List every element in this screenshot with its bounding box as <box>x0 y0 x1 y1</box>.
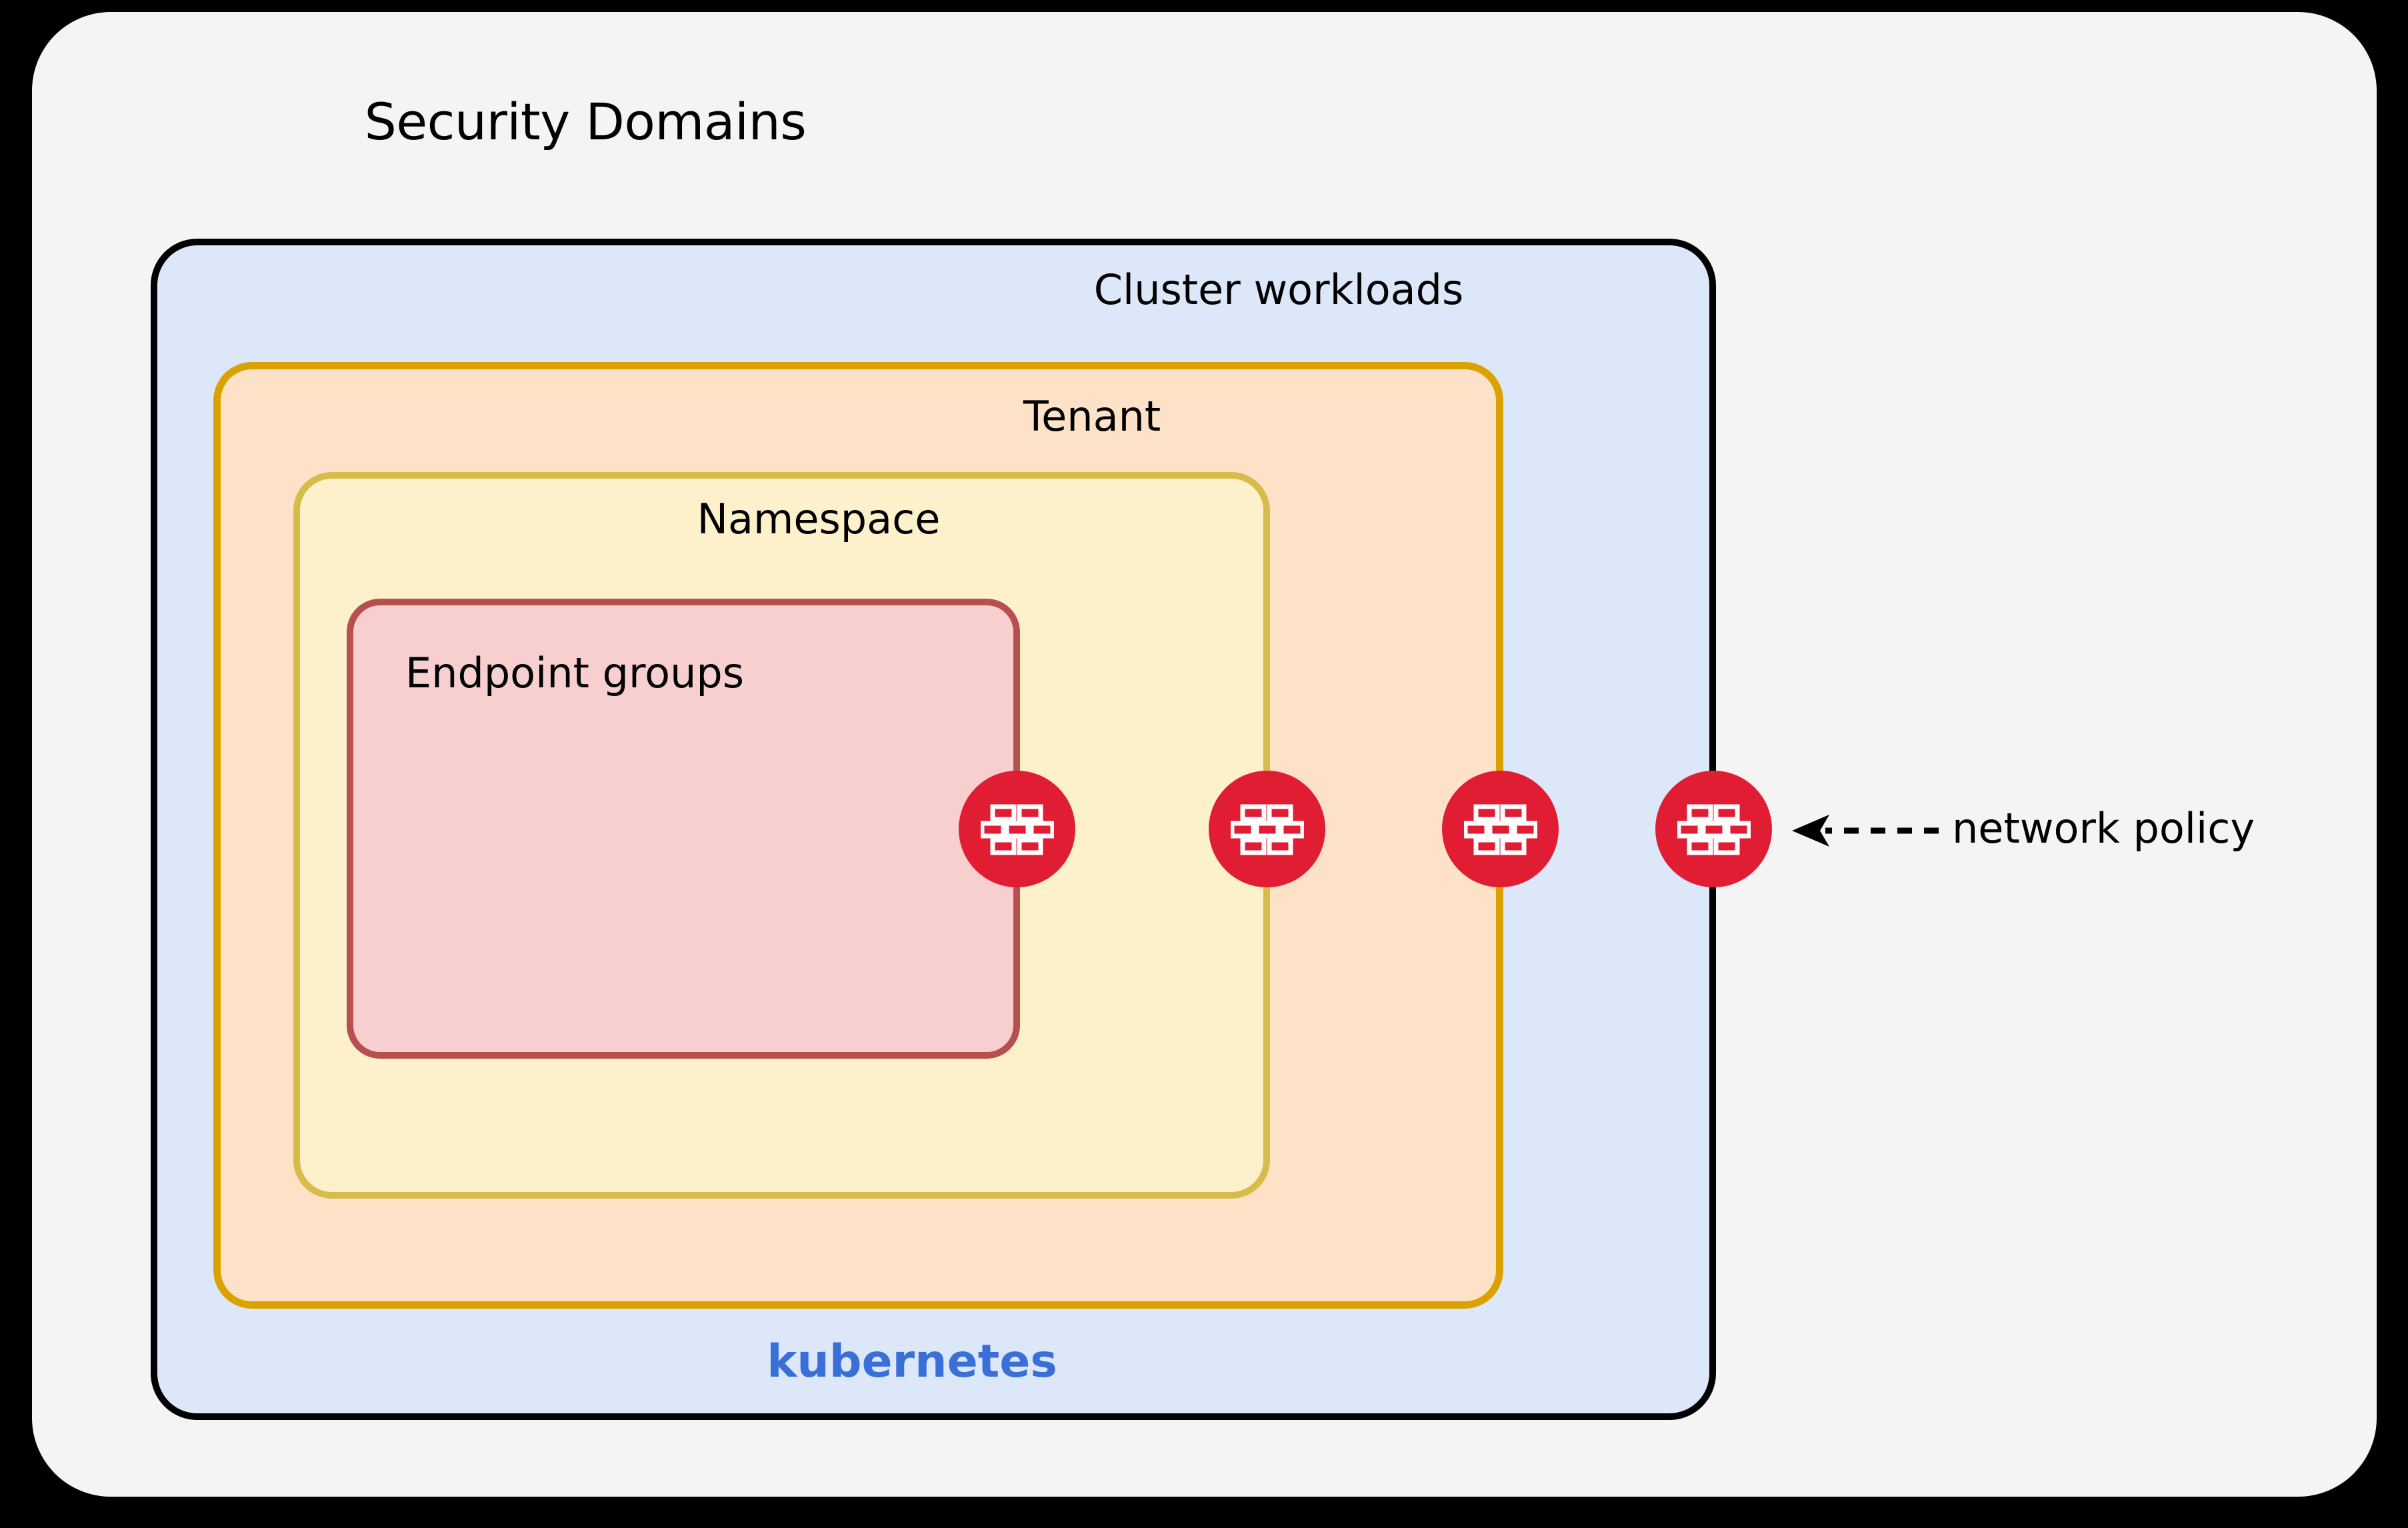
firewall-icon <box>959 771 1075 887</box>
firewall-icon <box>1209 771 1325 887</box>
box-label-endpoint-groups: Endpoint groups <box>405 649 745 697</box>
security-domains-panel: Security Domains Cluster workloads Tenan… <box>32 12 2377 1497</box>
box-label-cluster-workloads: Cluster workloads <box>1093 265 1464 314</box>
box-label-namespace: Namespace <box>697 495 941 543</box>
page-title: Security Domains <box>364 92 807 151</box>
firewall-icon <box>1655 771 1772 887</box>
network-policy-arrow-icon <box>1792 815 1939 847</box>
network-policy-label: network policy <box>1952 804 2255 853</box>
kubernetes-wordmark: kubernetes <box>767 1335 1057 1388</box>
box-label-tenant: Tenant <box>1023 392 1161 441</box>
firewall-icon <box>1442 771 1559 887</box>
